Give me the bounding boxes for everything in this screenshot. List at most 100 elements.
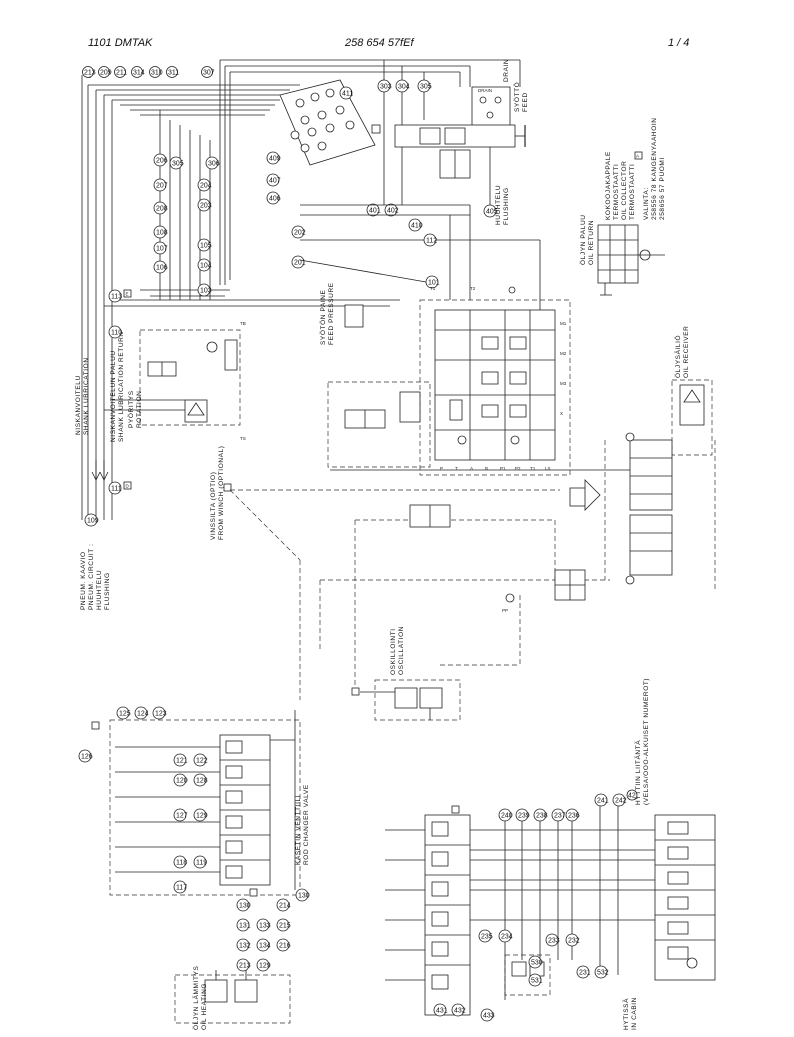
rotation-valve (104, 329, 241, 426)
svg-text:126: 126 (81, 754, 93, 761)
hose-213: 213 (84, 70, 96, 77)
svg-text:401: 401 (369, 208, 381, 215)
svg-text:402: 402 (387, 208, 399, 215)
svg-text:M1: M1 (560, 321, 567, 326)
svg-text:128: 128 (196, 778, 208, 785)
svg-text:127: 127 (176, 813, 188, 820)
svg-text:530: 530 (531, 960, 543, 967)
svg-text:234: 234 (501, 934, 513, 941)
svg-text:113: 113 (111, 294, 122, 301)
svg-text:TB: TB (240, 321, 246, 326)
svg-text:X: X (560, 411, 563, 416)
svg-text:110: 110 (111, 330, 122, 337)
top-left-hose-numbers: 213 209 211 314 310 311 307 (82, 66, 215, 78)
svg-text:305: 305 (172, 161, 184, 168)
cabin-hose-numbers: 241 242 240 239 238 237 236 235 234 233 … (433, 789, 638, 1022)
svg-text:42: 42 (628, 793, 636, 800)
oil-receiver-and-valves (569, 379, 716, 590)
flushing-lines: 405 (483, 147, 498, 218)
svg-text:A: A (470, 466, 473, 471)
svg-text:232: 232 (568, 938, 580, 945)
svg-text:129: 129 (259, 963, 271, 970)
svg-text:235: 235 (481, 934, 493, 941)
svg-text:NISKANVOITELUN PALUU: NISKANVOITELUN PALUU (110, 350, 117, 442)
distribution-block (279, 79, 381, 166)
svg-text:HUUHTELU: HUUHTELU (96, 570, 103, 610)
hose-310: 310 (151, 70, 163, 77)
svg-text:238: 238 (536, 813, 548, 820)
label-feed-fi: SYÖTTÖ (513, 82, 521, 112)
label-feed-en: FEED (522, 92, 529, 112)
label-flushing-fi: HUUHTELU (495, 185, 502, 225)
svg-text:431: 431 (436, 1008, 448, 1015)
mid-left-hose-numbers: 206 207 208 108 107 106 305 204 203 105 … (153, 151, 306, 297)
svg-text:HYTTIIN LIITÄNTÄ: HYTTIIN LIITÄNTÄ (634, 740, 642, 805)
svg-text:531: 531 (531, 978, 543, 985)
hose-209: 209 (100, 70, 112, 77)
oil-heating-block (174, 970, 291, 1024)
svg-text:PP: PP (502, 608, 508, 613)
rock-drill-unit: DRAIN (394, 60, 526, 179)
svg-text:432: 432 (454, 1008, 466, 1015)
cabin-valve-bank (385, 800, 716, 1016)
svg-text:NISKANVOITELU: NISKANVOITELU (75, 375, 82, 435)
svg-text:258556 78 KANGENYAAHOIN: 258556 78 KANGENYAAHOIN (651, 117, 658, 220)
svg-text:237: 237 (554, 813, 566, 820)
svg-text:OSCILLATION: OSCILLATION (398, 626, 405, 675)
svg-text:215: 215 (279, 923, 291, 930)
svg-text:M2: M2 (560, 351, 567, 356)
svg-text:SHANK LUBRICATION: SHANK LUBRICATION (83, 357, 90, 435)
svg-text:131: 131 (239, 923, 251, 930)
svg-text:B: B (485, 466, 488, 471)
svg-text:407: 407 (269, 178, 281, 185)
hose-211: 211 (116, 70, 127, 77)
svg-text:433: 433 (483, 1013, 495, 1020)
oil-collector (597, 224, 665, 296)
svg-text:P2: P2 (515, 466, 521, 471)
left-bus-lines (81, 70, 113, 520)
svg-text:108: 108 (156, 230, 168, 237)
svg-text:112: 112 (426, 238, 437, 245)
svg-text:ÖLJYN PALUU: ÖLJYN PALUU (579, 214, 587, 265)
svg-text:233: 233 (548, 938, 560, 945)
main-control-valve (327, 299, 571, 476)
svg-text:VALINTA:: VALINTA: (643, 187, 650, 220)
svg-text:PNEUM. CIRCUIT :: PNEUM. CIRCUIT : (88, 543, 95, 610)
label-drain: DRAIN (503, 59, 510, 82)
svg-text:P1: P1 (500, 466, 506, 471)
svg-text:134: 134 (259, 943, 271, 950)
svg-text:130: 130 (298, 893, 310, 900)
svg-text:240: 240 (501, 813, 513, 820)
svg-text:OIL RETURN: OIL RETURN (588, 220, 595, 265)
left-single-hoses: 113 E 110 111 D 109 (84, 289, 132, 527)
svg-text:A: A (636, 154, 639, 159)
svg-text:LS: LS (545, 466, 551, 471)
svg-text:206: 206 (156, 158, 168, 165)
svg-text:111: 111 (111, 486, 122, 493)
svg-text:214: 214 (279, 903, 291, 910)
svg-text:PNEUM. KAAVIO: PNEUM. KAAVIO (80, 551, 87, 610)
svg-text:241: 241 (597, 798, 609, 805)
svg-text:DRAIN: DRAIN (478, 88, 492, 93)
svg-text:OSKILLOINTI: OSKILLOINTI (390, 628, 397, 675)
svg-text:KOKOOJAKAPPALE: KOKOOJAKAPPALE (605, 151, 612, 220)
rod-changer-valve-bank (91, 710, 301, 897)
svg-text:130: 130 (239, 903, 251, 910)
svg-text:OIL HEATING: OIL HEATING (201, 983, 208, 1030)
svg-text:117: 117 (176, 885, 187, 892)
svg-text:(VELSA/OOO-ALKUISET NUMEROT): (VELSA/OOO-ALKUISET NUMEROT) (643, 678, 650, 805)
svg-text:FEED PRESSURE: FEED PRESSURE (328, 282, 335, 345)
svg-text:T1: T1 (530, 466, 536, 471)
svg-text:107: 107 (156, 246, 168, 253)
svg-text:119: 119 (196, 860, 207, 867)
rod-changer-hose-numbers: 125 124 123 126 121 122 120 128 127 129 … (78, 706, 310, 972)
feed-pressure-valve (344, 304, 364, 328)
pilot-lines: PP (229, 489, 610, 700)
svg-text:E: E (126, 292, 129, 297)
mid-pair-hose-numbers: 401 402 410 112 101 (299, 203, 541, 310)
svg-text:121: 121 (176, 758, 188, 765)
hose-304: 304 (398, 84, 410, 91)
svg-text:ÖLJYN LÄMMITYS: ÖLJYN LÄMMITYS (192, 966, 200, 1030)
svg-text:101: 101 (428, 280, 440, 287)
